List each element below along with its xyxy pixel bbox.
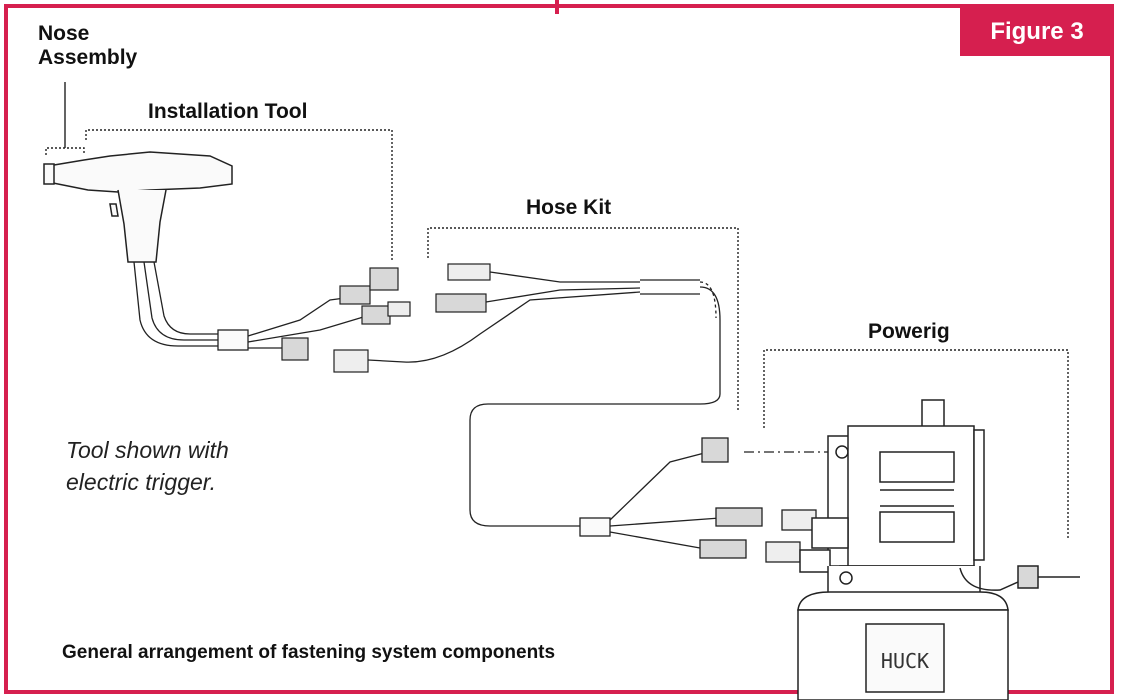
figure-frame xyxy=(4,4,1114,694)
powerig-bracket xyxy=(763,349,1069,540)
installation-tool-drawing xyxy=(43,151,233,263)
coupler-electric-2 xyxy=(333,349,369,373)
tool-hoses xyxy=(133,261,373,351)
nose-label-line2: Assembly xyxy=(38,46,138,69)
coupler-1 xyxy=(339,285,371,305)
tool-head xyxy=(47,151,233,193)
tool-note-line2: electric trigger. xyxy=(66,469,216,495)
trigger xyxy=(109,203,119,217)
tool-note-line1: Tool shown with xyxy=(66,437,229,463)
coupler-6 xyxy=(447,263,491,281)
coupler-2 xyxy=(369,267,399,291)
huck-logo-text: HUCK xyxy=(881,649,929,673)
control-box xyxy=(847,425,975,567)
coupler-4 xyxy=(387,301,411,317)
hose-kit-bracket xyxy=(427,227,739,412)
power-plug xyxy=(1017,565,1039,589)
hose-kit-label: Hose Kit xyxy=(526,196,612,219)
coupler-5 xyxy=(435,293,487,313)
huck-logo-box xyxy=(865,623,945,693)
tool-handle xyxy=(117,189,167,263)
frame-notch xyxy=(555,0,559,14)
nose-assembly-label: Nose Assembly xyxy=(38,22,137,70)
coupler-3 xyxy=(361,305,391,325)
tool-bracket xyxy=(85,129,393,262)
bracket-lines xyxy=(45,82,1069,540)
powerig-hoses xyxy=(579,437,836,563)
couplers xyxy=(281,263,491,373)
powerig-top-post xyxy=(921,399,945,429)
hose-kit-lines xyxy=(367,271,721,527)
figure-caption: General arrangement of fastening system … xyxy=(62,642,556,663)
coupler-electric-1 xyxy=(281,337,309,361)
powerig-label: Powerig xyxy=(868,320,950,343)
nose-label-line1: Nose xyxy=(38,22,90,45)
hose-clamp-1 xyxy=(217,329,249,351)
reservoir-lid xyxy=(797,591,1009,611)
nose-tip xyxy=(43,163,55,185)
tool-note: Tool shown with electric trigger. xyxy=(66,434,229,498)
powerig-electric-plug xyxy=(701,437,729,463)
figure-badge: Figure 3 xyxy=(960,8,1114,56)
valve-block xyxy=(811,517,849,549)
powerig-unit xyxy=(797,399,1080,700)
installation-tool-label: Installation Tool xyxy=(148,100,308,123)
nose-bracket xyxy=(45,147,85,155)
